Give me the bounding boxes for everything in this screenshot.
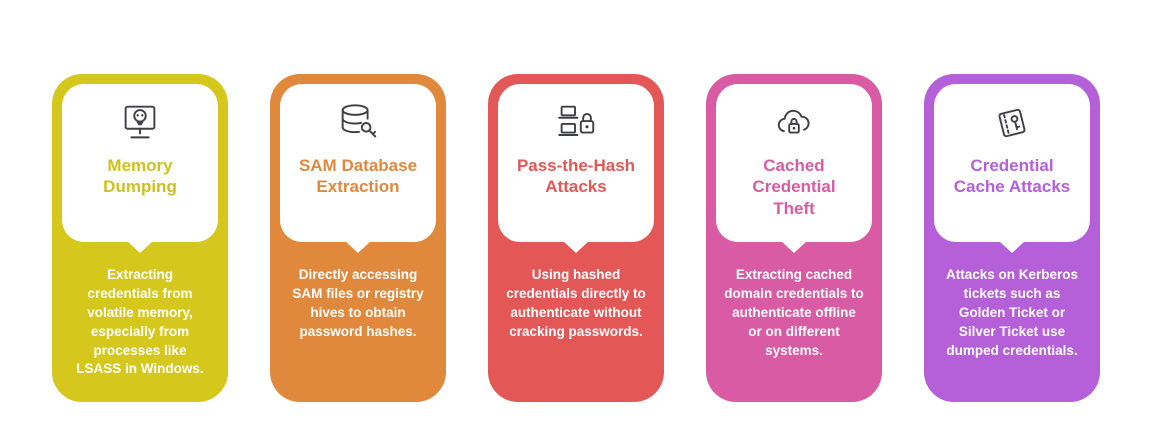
cloud-lock-icon	[771, 100, 817, 146]
card-description: Directly accessing SAM files or registry…	[292, 267, 424, 339]
ticket-key-icon	[989, 100, 1035, 146]
card-header-panel: Memory Dumping	[62, 84, 218, 242]
card-header-panel: Pass-the-Hash Attacks	[498, 84, 654, 242]
card-title: SAM Database Extraction	[298, 156, 418, 197]
card-title: Cached Credential Theft	[752, 156, 836, 218]
devices-lock-icon	[553, 100, 599, 146]
attack-cards-row: Memory Dumping Extracting credentials fr…	[0, 0, 1152, 402]
card-header-panel: SAM Database Extraction	[280, 84, 436, 242]
card-credential-cache-attacks: Credential Cache Attacks Attacks on Kerb…	[924, 74, 1100, 402]
card-pass-the-hash-attacks: Pass-the-Hash Attacks Using hashed crede…	[488, 74, 664, 402]
card-cached-credential-theft: Cached Credential Theft Extracting cache…	[706, 74, 882, 402]
card-header-panel: Credential Cache Attacks	[934, 84, 1090, 242]
card-memory-dumping: Memory Dumping Extracting credentials fr…	[52, 74, 228, 402]
database-key-icon	[335, 100, 381, 146]
card-description: Extracting cached domain credentials to …	[724, 267, 864, 358]
card-description: Using hashed credentials directly to aut…	[506, 267, 646, 339]
card-description: Extracting credentials from volatile mem…	[76, 267, 204, 377]
card-title: Credential Cache Attacks	[953, 156, 1071, 197]
card-header-panel: Cached Credential Theft	[716, 84, 872, 242]
card-title: Pass-the-Hash Attacks	[516, 156, 636, 197]
card-sam-database-extraction: SAM Database Extraction Directly accessi…	[270, 74, 446, 402]
card-title: Memory Dumping	[103, 156, 177, 197]
monitor-skull-icon	[117, 100, 163, 146]
card-description: Attacks on Kerberos tickets such as Gold…	[945, 267, 1079, 358]
